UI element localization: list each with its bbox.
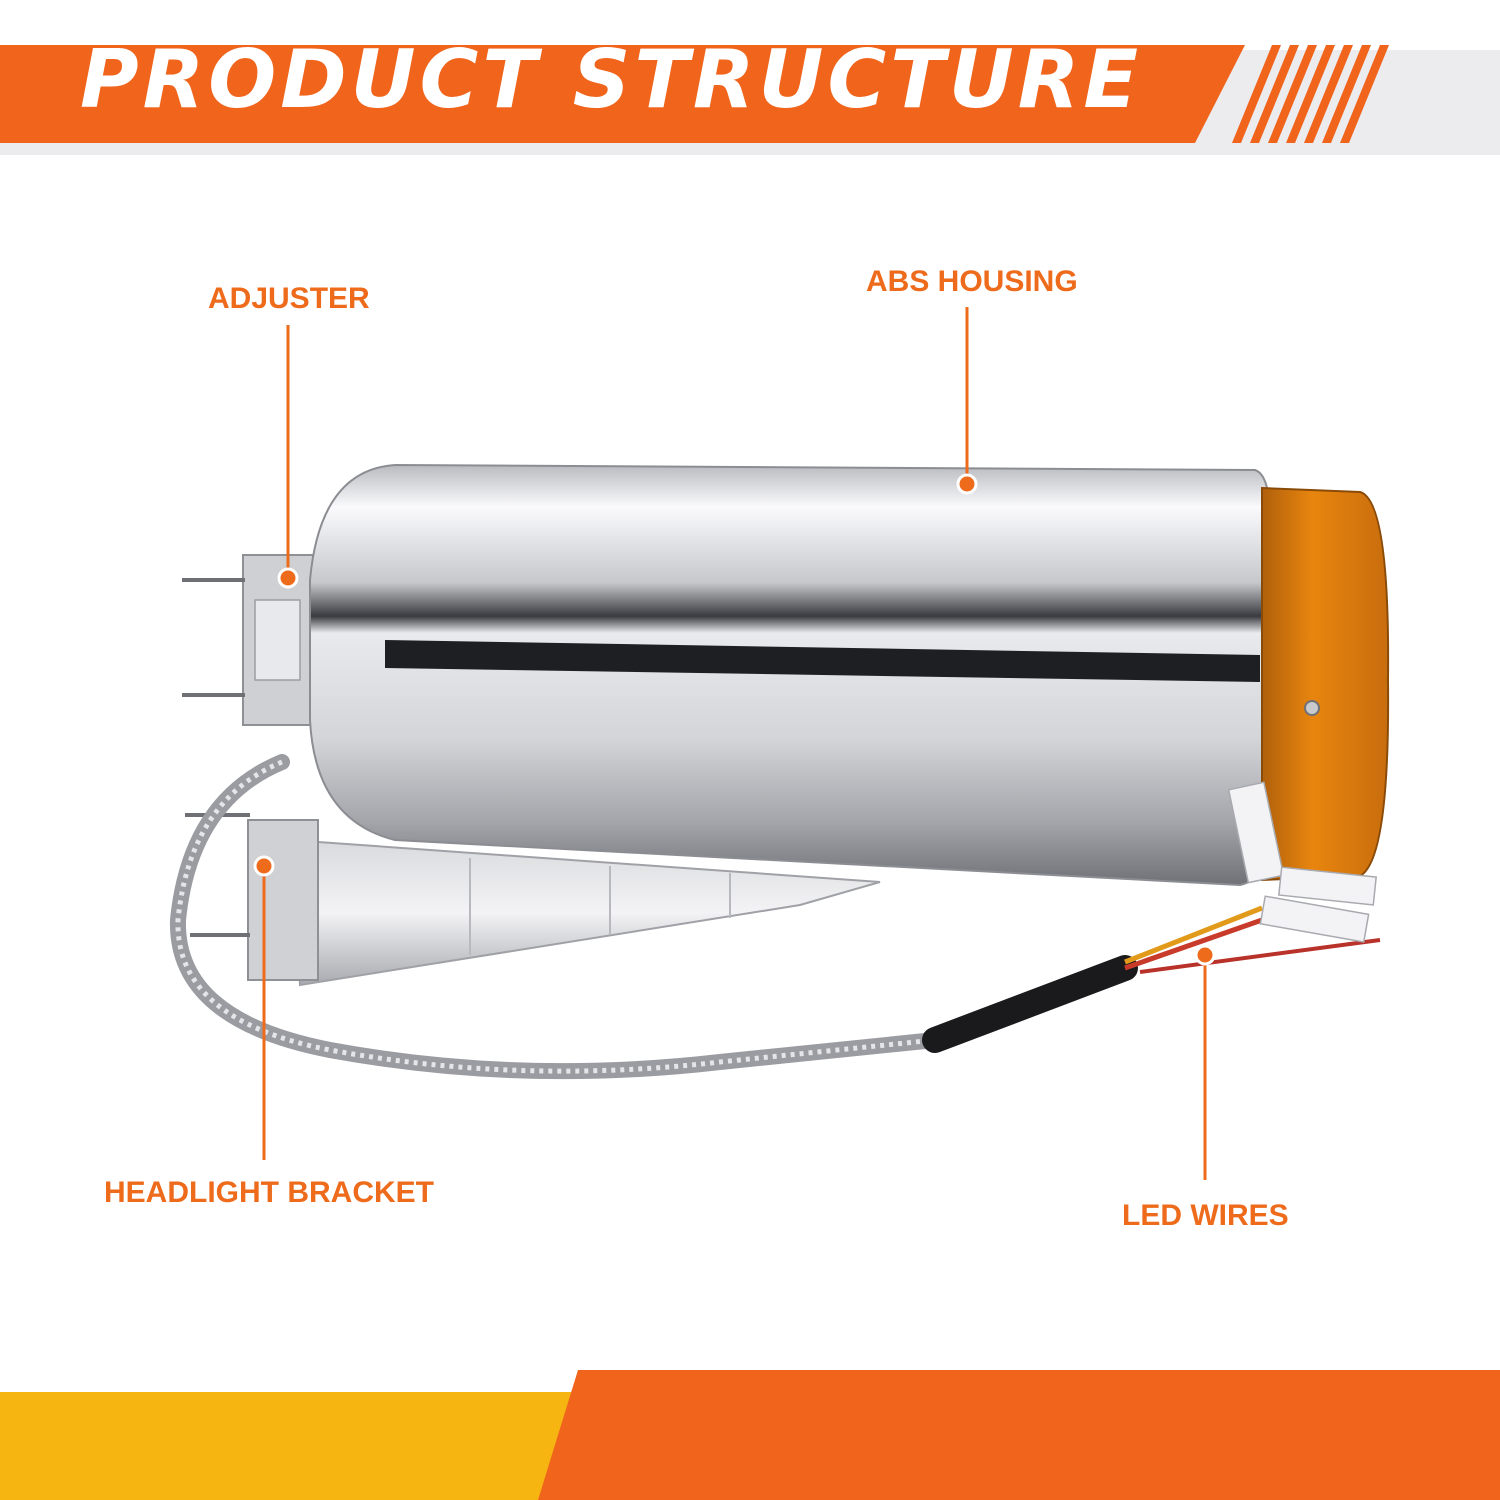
banner-stripes-decoration xyxy=(1232,45,1389,143)
label-abs-housing: ABS HOUSING xyxy=(866,265,1078,298)
footer-bars xyxy=(0,1370,1500,1500)
banner-orange-shape xyxy=(0,45,1245,143)
callout-abs-housing-leader xyxy=(956,307,978,495)
abs-housing xyxy=(309,463,1271,887)
label-adjuster: ADJUSTER xyxy=(208,282,370,315)
amber-lens xyxy=(1261,486,1390,882)
label-headlight-bracket: HEADLIGHT BRACKET xyxy=(104,1176,434,1209)
callout-adjuster-leader xyxy=(277,325,299,589)
header-banner xyxy=(0,45,1500,155)
callout-led-wires-leader xyxy=(1194,944,1216,1180)
label-led-wires: LED WIRES xyxy=(1122,1199,1289,1232)
headlight-bracket xyxy=(247,819,881,987)
footer-orange-bar xyxy=(538,1370,1500,1500)
led-wire-harness xyxy=(922,781,1381,1053)
footer-yellow-bar xyxy=(0,1392,600,1500)
page-title: PRODUCT STRUCTURE xyxy=(80,33,1142,126)
adjuster-assembly xyxy=(182,554,314,937)
callout-headlight-bracket-leader xyxy=(253,855,275,1160)
